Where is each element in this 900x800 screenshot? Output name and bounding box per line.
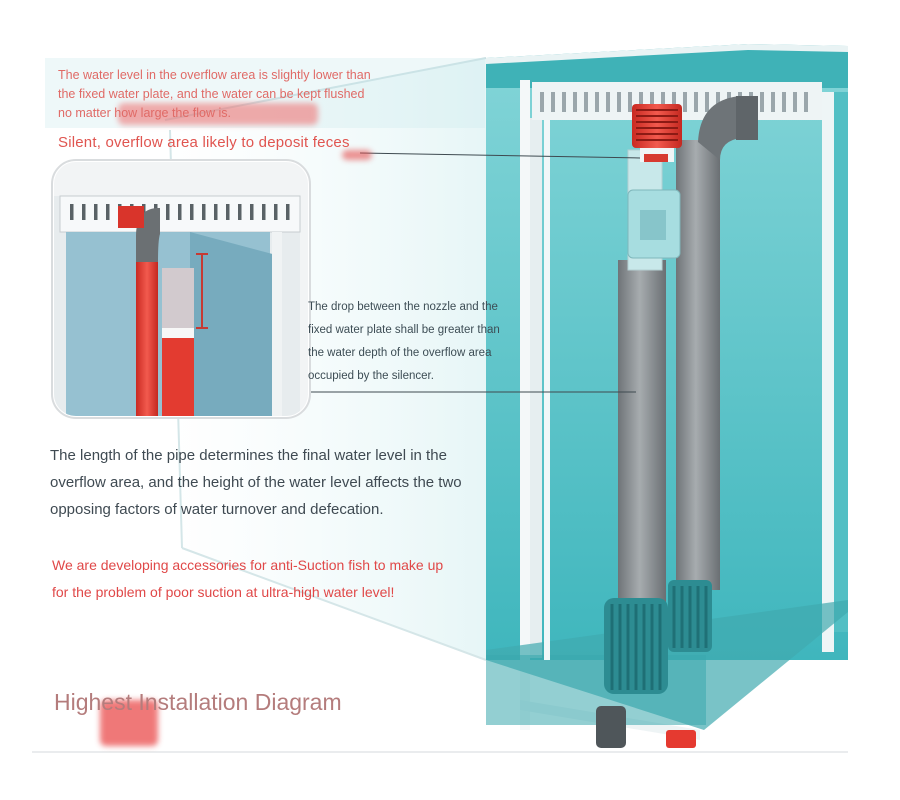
overflow-slot (771, 92, 775, 112)
overflow-slot (562, 92, 566, 112)
inset-slot (166, 204, 170, 220)
inset-slot (262, 204, 266, 220)
inset-slot (274, 204, 278, 220)
inset-slot (286, 204, 290, 220)
development-note: We are developing accessories for anti-S… (52, 557, 444, 600)
overflow-note: The water level in the overflow area is … (58, 68, 371, 120)
overflow-slot (628, 92, 632, 112)
inset-slot (94, 204, 98, 220)
inset-slot (214, 204, 218, 220)
overflow-slot (661, 92, 665, 112)
inset-slot (106, 204, 110, 220)
overflow-slot (716, 92, 720, 112)
overflow-slot (694, 92, 698, 112)
overflow-slot (683, 92, 687, 112)
overflow-slot (584, 92, 588, 112)
callout-lines (310, 152, 641, 393)
return-pipe (668, 96, 758, 652)
inset-slot (238, 204, 242, 220)
overflow-slot (804, 92, 808, 112)
overflow-box (486, 44, 848, 740)
inset-slot (70, 204, 74, 220)
red-smudge (342, 150, 372, 160)
overflow-slot (606, 92, 610, 112)
inset-slot (226, 204, 230, 220)
inset-slot (82, 204, 86, 220)
pipe-length-note: The length of the pipe determines the fi… (50, 447, 462, 518)
drop-note: The drop between the nozzle and the fixe… (308, 301, 500, 382)
diagram-title: Highest Installation Diagram (54, 689, 342, 715)
red-smudge (118, 103, 318, 125)
inset-slot (202, 204, 206, 220)
inset-slot (178, 204, 182, 220)
overflow-slot (782, 92, 786, 112)
silencer-pipe (596, 104, 696, 748)
silent-note: Silent, overflow area likely to deposit … (58, 134, 350, 151)
overflow-slot (793, 92, 797, 112)
overflow-slot (672, 92, 676, 112)
inset-slot (190, 204, 194, 220)
overflow-slot (760, 92, 764, 112)
overflow-slot (705, 92, 709, 112)
overflow-slot (595, 92, 599, 112)
inset-detail-illustration (51, 159, 311, 419)
overflow-slot (573, 92, 577, 112)
overflow-slot (540, 92, 544, 112)
overflow-slot (617, 92, 621, 112)
red-smudge (100, 700, 158, 746)
overflow-slot (551, 92, 555, 112)
overflow-slot (639, 92, 643, 112)
inset-slot (250, 204, 254, 220)
overflow-slot (650, 92, 654, 112)
